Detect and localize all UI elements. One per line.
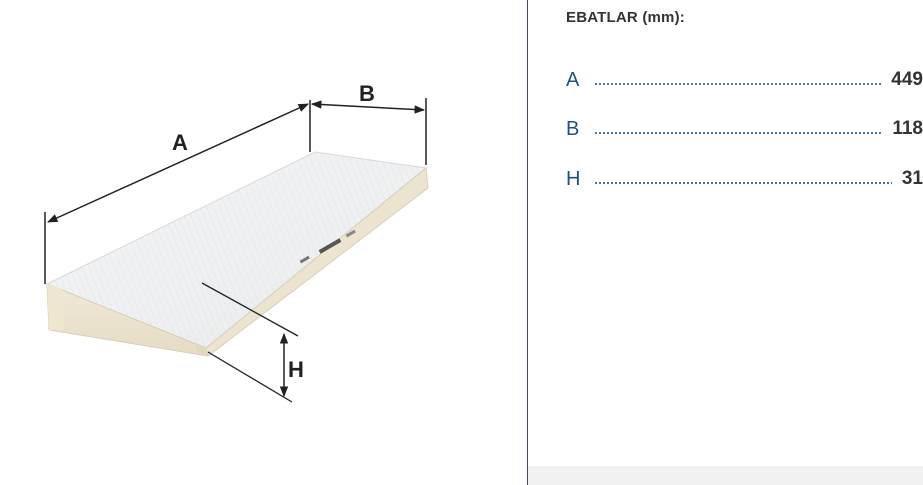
dimension-a-indicator: A	[44, 100, 311, 284]
dimension-a-label: A	[172, 130, 188, 155]
panel-divider	[527, 0, 528, 485]
dimensions-title: EBATLAR (mm):	[566, 9, 685, 26]
dimension-row-a: A 449	[566, 68, 923, 92]
dimension-row-h: H 31	[566, 167, 923, 191]
product-diagram-panel: A B H	[44, 81, 429, 403]
cabin-filter-image	[45, 151, 429, 357]
dimensions-panel: EBATLAR (mm): A 449 B 118 H 31	[528, 0, 923, 485]
dimension-b-indicator: B	[310, 81, 427, 165]
dimension-row-value: 118	[892, 118, 923, 139]
dimension-row-label: A	[566, 69, 580, 91]
dotted-leader	[594, 82, 882, 86]
dimension-row-label: H	[566, 168, 581, 190]
dimension-row-value: 31	[901, 168, 923, 189]
dimension-h-indicator: H	[201, 282, 304, 403]
dimension-row-label: B	[566, 118, 580, 140]
dimension-h-label: H	[288, 357, 304, 382]
dimension-b-label: B	[359, 81, 375, 106]
dotted-leader	[594, 131, 883, 135]
bottom-strip	[528, 466, 923, 485]
dimension-row-value: 449	[891, 69, 923, 90]
dotted-leader	[594, 181, 892, 185]
dimension-row-b: B 118	[566, 117, 923, 141]
filter-dimension-diagram: A B H	[44, 81, 429, 403]
